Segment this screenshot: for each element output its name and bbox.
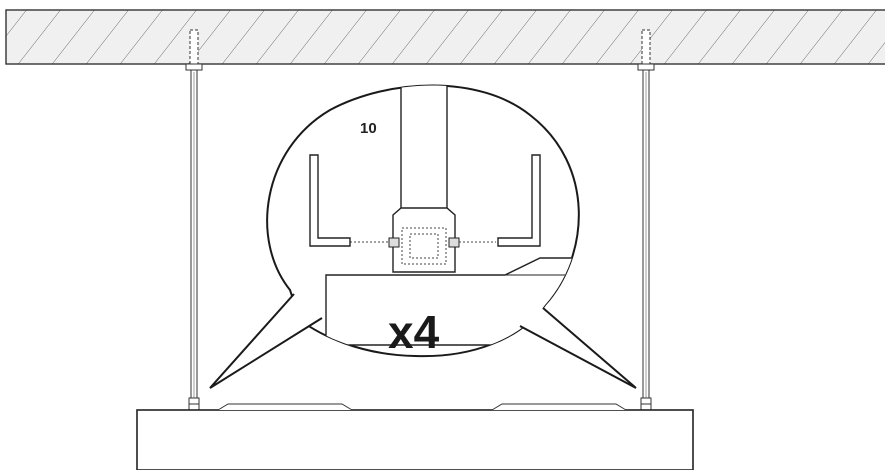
right-threaded-rod <box>640 69 652 411</box>
step-number-label: 10 <box>360 120 377 137</box>
quantity-label: x4 <box>388 306 440 358</box>
ceiling-slab <box>5 9 885 65</box>
left-threaded-rod <box>188 69 200 411</box>
detail-callout: 10 x4 <box>209 84 637 389</box>
heater-unit <box>136 403 694 470</box>
